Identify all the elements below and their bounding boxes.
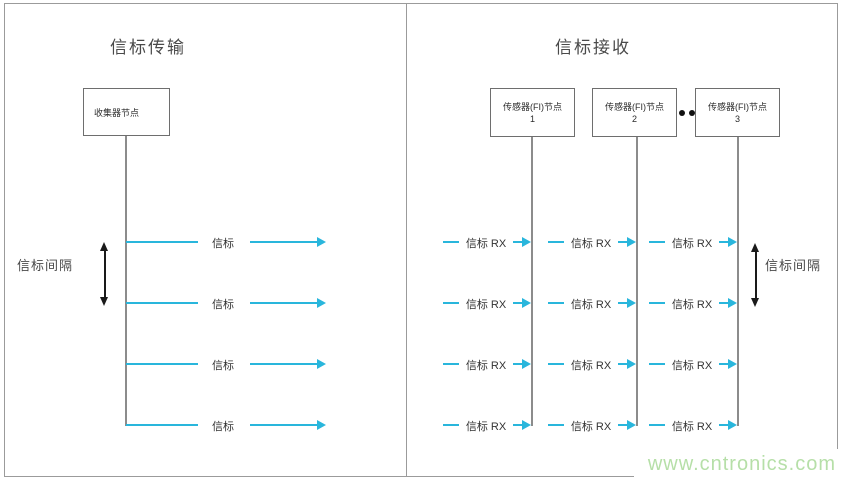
- rx-dash: [548, 241, 564, 243]
- beacon-arrow-icon: [250, 420, 326, 429]
- right-panel-title: 信标接收: [555, 38, 631, 57]
- collector-node-box: 收集器节点: [83, 88, 170, 136]
- ellipsis-dots-icon: [679, 110, 695, 116]
- beacon-interval-arrow-icon: [752, 243, 759, 307]
- rx-arrow-icon: [719, 359, 737, 368]
- beacon-rx-label: 信标 RX: [671, 238, 713, 250]
- sensor-node-number: 3: [734, 113, 740, 124]
- beacon-rx-cell: 信标 RX: [548, 294, 636, 312]
- beacon-rx-label: 信标 RX: [570, 299, 612, 311]
- beacon-row: 信标: [126, 355, 326, 373]
- rx-dash: [443, 241, 459, 243]
- beacon-rx-cell: 信标 RX: [443, 355, 531, 373]
- outer-border: [4, 3, 838, 477]
- beacon-rx-cell: 信标 RX: [443, 416, 531, 434]
- rx-arrow-icon: [618, 298, 636, 307]
- beacon-interval-label-left: 信标间隔: [17, 258, 74, 273]
- rx-dash: [443, 302, 459, 304]
- beacon-line: [126, 302, 198, 304]
- beacon-label: 信标: [212, 299, 234, 311]
- beacon-rx-cell: 信标 RX: [649, 233, 737, 251]
- beacon-rx-label: 信标 RX: [465, 238, 507, 250]
- rx-arrow-icon: [513, 359, 531, 368]
- rx-arrow-icon: [719, 420, 737, 429]
- beacon-arrow-icon: [250, 359, 326, 368]
- watermark: www.cntronics.com: [633, 449, 846, 482]
- sensor-node-box-3: 传感器(FI)节点 3: [695, 88, 780, 137]
- beacon-line: [126, 241, 198, 243]
- beacon-line: [126, 363, 198, 365]
- rx-dash: [649, 363, 665, 365]
- beacon-rx-cell: 信标 RX: [548, 416, 636, 434]
- rx-dash: [548, 424, 564, 426]
- beacon-line: [126, 424, 198, 426]
- rx-dash: [649, 424, 665, 426]
- beacon-rx-cell: 信标 RX: [649, 294, 737, 312]
- rx-dash: [443, 424, 459, 426]
- rx-dash: [548, 363, 564, 365]
- collector-timeline: [125, 136, 127, 426]
- rx-arrow-icon: [719, 237, 737, 246]
- beacon-rx-label: 信标 RX: [570, 360, 612, 372]
- beacon-label: 信标: [212, 360, 234, 372]
- collector-node-label: 收集器节点: [94, 107, 140, 118]
- beacon-label: 信标: [212, 238, 234, 250]
- sensor-node-number: 1: [529, 113, 535, 124]
- beacon-rx-cell: 信标 RX: [443, 233, 531, 251]
- beacon-rx-label: 信标 RX: [465, 299, 507, 311]
- beacon-label: 信标: [212, 421, 234, 433]
- beacon-rx-cell: 信标 RX: [649, 355, 737, 373]
- rx-arrow-icon: [719, 298, 737, 307]
- beacon-rx-cell: 信标 RX: [548, 355, 636, 373]
- rx-arrow-icon: [618, 420, 636, 429]
- rx-dash: [649, 302, 665, 304]
- beacon-rx-label: 信标 RX: [570, 421, 612, 433]
- beacon-rx-label: 信标 RX: [671, 360, 713, 372]
- rx-arrow-icon: [618, 359, 636, 368]
- rx-dash: [548, 302, 564, 304]
- beacon-arrow-icon: [250, 237, 326, 246]
- beacon-row: 信标: [126, 233, 326, 251]
- beacon-rx-label: 信标 RX: [465, 421, 507, 433]
- beacon-arrow-icon: [250, 298, 326, 307]
- sensor-node-box-1: 传感器(FI)节点 1: [490, 88, 575, 137]
- rx-arrow-icon: [513, 298, 531, 307]
- rx-dash: [649, 241, 665, 243]
- rx-arrow-icon: [513, 237, 531, 246]
- beacon-rx-label: 信标 RX: [465, 360, 507, 372]
- beacon-rx-cell: 信标 RX: [548, 233, 636, 251]
- dot-icon: [679, 110, 685, 116]
- beacon-rx-cell: 信标 RX: [443, 294, 531, 312]
- beacon-rx-label: 信标 RX: [671, 299, 713, 311]
- beacon-interval-arrow-icon: [101, 242, 108, 306]
- dot-icon: [689, 110, 695, 116]
- sensor-node-label: 传感器(FI)节点: [503, 101, 562, 112]
- sensor-node-number: 2: [631, 113, 637, 124]
- beacon-interval-label-right: 信标间隔: [765, 258, 822, 273]
- sensor-node-label: 传感器(FI)节点: [605, 101, 664, 112]
- beacon-row: 信标: [126, 294, 326, 312]
- panel-divider: [406, 3, 407, 477]
- beacon-rx-label: 信标 RX: [570, 238, 612, 250]
- rx-arrow-icon: [513, 420, 531, 429]
- sensor-timeline-1: [531, 137, 533, 426]
- sensor-node-label: 传感器(FI)节点: [708, 101, 767, 112]
- rx-dash: [443, 363, 459, 365]
- rx-arrow-icon: [618, 237, 636, 246]
- beacon-rx-cell: 信标 RX: [649, 416, 737, 434]
- beacon-rx-label: 信标 RX: [671, 421, 713, 433]
- sensor-timeline-2: [636, 137, 638, 426]
- sensor-node-box-2: 传感器(FI)节点 2: [592, 88, 677, 137]
- left-panel-title: 信标传输: [110, 38, 186, 57]
- beacon-row: 信标: [126, 416, 326, 434]
- sensor-timeline-3: [737, 137, 739, 426]
